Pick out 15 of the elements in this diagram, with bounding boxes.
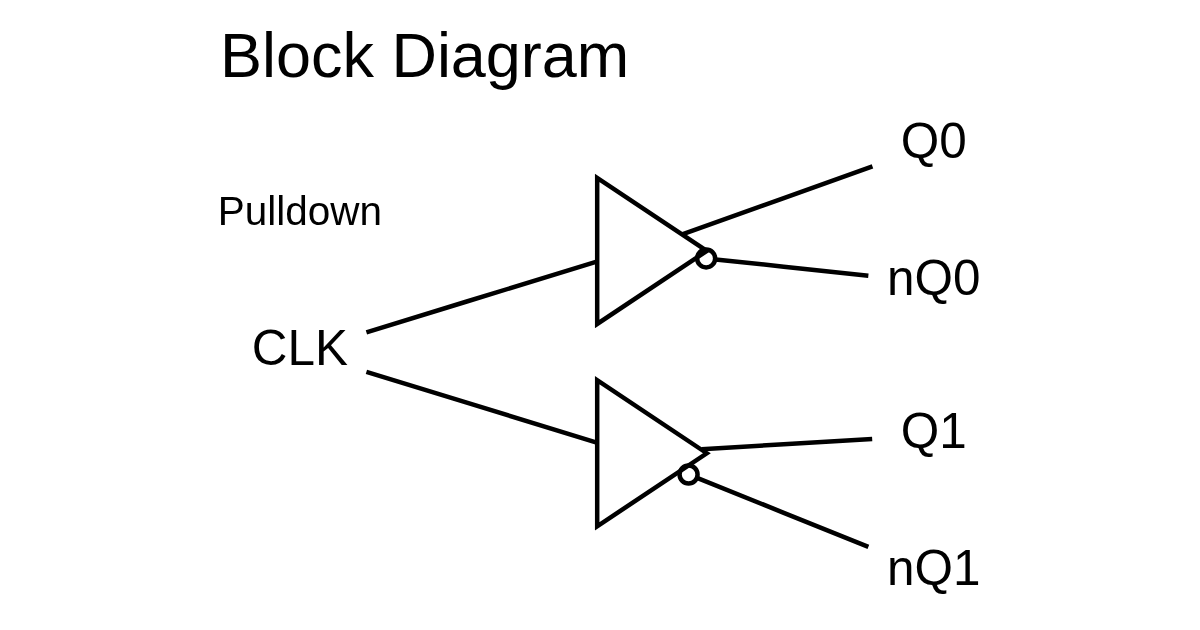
node-triangle: [594, 376, 711, 531]
label: Pulldown: [217, 187, 382, 234]
connector: [365, 259, 598, 335]
connector: [694, 247, 869, 278]
node-text: CLK: [251, 319, 348, 375]
node-text: nQ1: [887, 539, 981, 595]
diagram-title: Block Diagram: [220, 19, 630, 90]
node-text: Q0: [900, 112, 967, 168]
connector: [677, 463, 870, 549]
node-text: nQ0: [887, 249, 981, 305]
connector: [701, 436, 873, 452]
connector: [681, 164, 874, 237]
node-triangle: [594, 173, 711, 329]
connector: [365, 369, 598, 445]
node-text: Q1: [900, 402, 967, 458]
